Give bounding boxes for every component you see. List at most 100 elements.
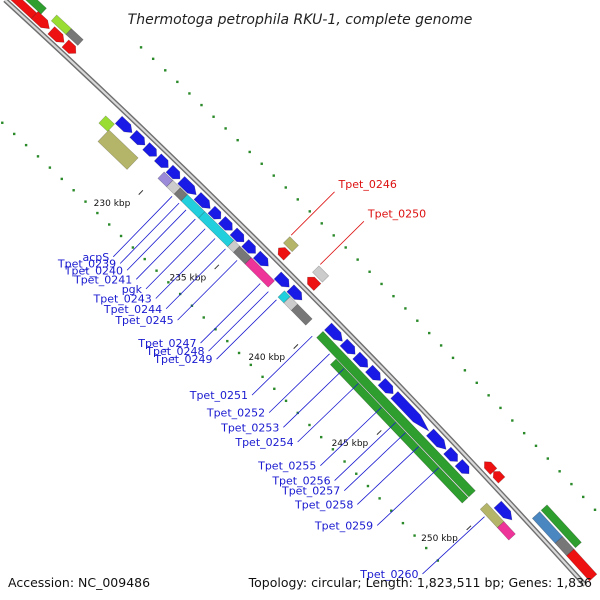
- forward-cds-feature: [142, 142, 157, 157]
- gc-dot: [428, 331, 431, 335]
- cog-magenta-feature: [496, 521, 516, 541]
- gc-dot: [319, 435, 323, 439]
- gene-label-forward: Tpet_0248: [145, 345, 204, 358]
- gene-label-forward: Tpet_0244: [103, 303, 162, 316]
- gc-dot: [413, 534, 416, 537]
- forward-cds-feature: [390, 391, 430, 432]
- gc-dot: [224, 127, 227, 130]
- cog-green-feature: [329, 358, 469, 504]
- label-leader-line: [145, 228, 206, 290]
- gc-dot: [24, 143, 28, 147]
- forward-cds-feature: [229, 227, 245, 243]
- forward-cds-feature: [443, 446, 458, 462]
- gene-label-forward: Tpet_0259: [314, 519, 373, 532]
- label-leader-line: [208, 291, 269, 352]
- gc-dot: [164, 69, 167, 72]
- cog-magenta-feature: [244, 257, 275, 288]
- gc-dot: [475, 381, 478, 385]
- tick-label: 245 kbp: [332, 439, 369, 449]
- gc-dot: [131, 246, 135, 249]
- gc-dot: [212, 115, 215, 118]
- gene-label-forward: Tpet_0249: [153, 353, 212, 366]
- label-leader-line: [165, 248, 226, 310]
- gc-dot: [331, 448, 335, 451]
- gc-dot: [404, 307, 407, 310]
- gc-dot: [236, 138, 239, 142]
- label-leader-line: [119, 202, 180, 264]
- tick-mark: [293, 344, 299, 349]
- gc-dot: [96, 211, 99, 215]
- gene-label-forward: Tpet_0256: [271, 475, 330, 488]
- gene-label-forward: Tpet_0258: [294, 498, 353, 511]
- reverse-cds-feature: [566, 548, 598, 582]
- gene-label-forward: Tpet_0251: [189, 389, 248, 402]
- gc-dot: [522, 431, 526, 435]
- gc-dot: [378, 497, 381, 500]
- gc-dot: [12, 132, 16, 136]
- gc-dot: [226, 339, 229, 343]
- forward-cds-feature: [454, 458, 470, 475]
- forward-cds-feature: [425, 428, 447, 450]
- gc-dot: [368, 270, 371, 273]
- cog-grey-feature: [290, 303, 313, 326]
- gene-label-forward: Tpet_0255: [257, 460, 316, 473]
- gc-dot: [570, 482, 573, 486]
- gc-dot: [439, 344, 443, 347]
- gc-dot: [155, 269, 158, 272]
- label-leader-line: [297, 383, 359, 443]
- gene-label-forward: Tpet_0257: [281, 485, 340, 498]
- gc-dot: [320, 222, 323, 225]
- label-leader-line: [177, 260, 238, 321]
- gc-dot: [451, 356, 455, 360]
- gc-dot: [176, 80, 179, 84]
- label-leader-line: [357, 446, 419, 505]
- label-leader-line: [422, 516, 485, 575]
- gc-dot: [534, 444, 538, 448]
- gc-dot: [36, 155, 40, 158]
- forward-cds-feature: [207, 205, 222, 220]
- label-leader-line: [320, 407, 382, 466]
- gc-dot: [296, 198, 299, 201]
- accession-text: Accession: NC_009486: [8, 575, 150, 590]
- gc-dot: [167, 281, 170, 284]
- label-leader-line: [155, 238, 216, 299]
- label-leader-line: [334, 422, 396, 481]
- forward-cds-feature: [153, 153, 169, 168]
- gc-dot: [188, 92, 191, 95]
- gene-label-reverse: Tpet_0250: [367, 207, 426, 220]
- tick-label: 235 kbp: [169, 274, 206, 284]
- label-leader-line: [283, 368, 345, 428]
- gc-dot: [401, 521, 405, 525]
- tick-label: 230 kbp: [94, 199, 131, 209]
- cog-green-feature: [316, 330, 476, 498]
- forward-cds-feature: [129, 129, 146, 146]
- gene-label-forward: Tpet_0253: [220, 421, 279, 434]
- gc-dot: [273, 387, 276, 391]
- gene-label-forward: Tpet_0243: [93, 293, 152, 306]
- label-leader-line: [126, 209, 187, 271]
- gc-dot: [284, 399, 288, 403]
- forward-cds-feature: [273, 271, 290, 288]
- gene-label-forward: Tpet_0254: [234, 436, 293, 449]
- gc-dot: [308, 210, 311, 213]
- gc-dot: [249, 363, 253, 367]
- gene-label-layer: acpSTpet_0239Tpet_0240Tpet_0241pgkTpet_0…: [57, 178, 485, 581]
- cog-olive-feature: [97, 129, 139, 170]
- gene-label-forward: Tpet_0241: [73, 273, 132, 286]
- gc-dot: [344, 246, 347, 249]
- gene-label-forward: Tpet_0247: [137, 337, 196, 350]
- gene-label-forward: acpS: [82, 251, 109, 264]
- gc-dot: [143, 257, 146, 261]
- gc-dot: [356, 258, 359, 261]
- gc-dot: [261, 375, 264, 379]
- gc-dot: [390, 509, 393, 512]
- genome-backbone: [3, 0, 587, 587]
- reverse-cds-feature: [277, 247, 292, 261]
- label-leader-line: [344, 432, 406, 491]
- label-leader-line: [216, 299, 277, 360]
- gc-dot: [72, 189, 75, 192]
- reverse-cds-feature: [30, 10, 50, 30]
- gc-dot: [343, 460, 346, 463]
